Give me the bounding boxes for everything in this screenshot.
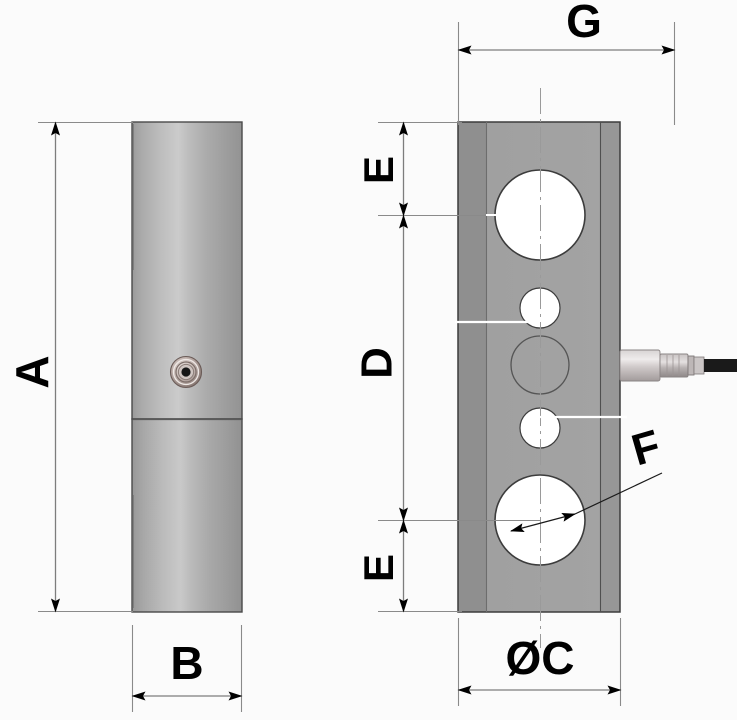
front-view — [457, 88, 621, 648]
side-view — [131, 121, 243, 613]
dimension-g: G — [457, 0, 676, 125]
connector-knurl — [659, 353, 689, 378]
bore-leader-lines — [455, 214, 627, 419]
dimension-b: B — [131, 625, 243, 712]
dimension-a-label: A — [6, 355, 58, 388]
connector-collar — [687, 355, 695, 376]
side-view-lower-body — [131, 418, 243, 613]
connector-strain-relief — [693, 356, 705, 375]
dimension-e-top-label: E — [355, 156, 402, 184]
front-view-right-chamfer — [600, 122, 620, 612]
dimension-b-label: B — [170, 637, 203, 689]
connector-cable — [704, 359, 737, 372]
connector-barrel — [619, 349, 661, 382]
dimension-chain-vertical: E D E — [353, 121, 540, 613]
dimension-a: A — [6, 121, 133, 613]
connector-port-bore — [181, 367, 191, 377]
front-view-left-chamfer — [458, 122, 486, 612]
dimension-f-leader — [574, 472, 663, 515]
dimension-g-label: G — [566, 0, 602, 47]
dimension-f-double-arrow — [510, 512, 576, 533]
connector-port-ring-2 — [175, 361, 197, 383]
cable-connector — [619, 349, 737, 382]
dimension-c: ØC — [457, 618, 622, 706]
dimension-d-label: D — [353, 347, 402, 379]
dimension-c-label: ØC — [506, 632, 575, 684]
dimension-e-bottom-label: E — [355, 554, 402, 582]
connector-port — [169, 355, 203, 389]
connector-port-ring-1 — [172, 358, 200, 386]
